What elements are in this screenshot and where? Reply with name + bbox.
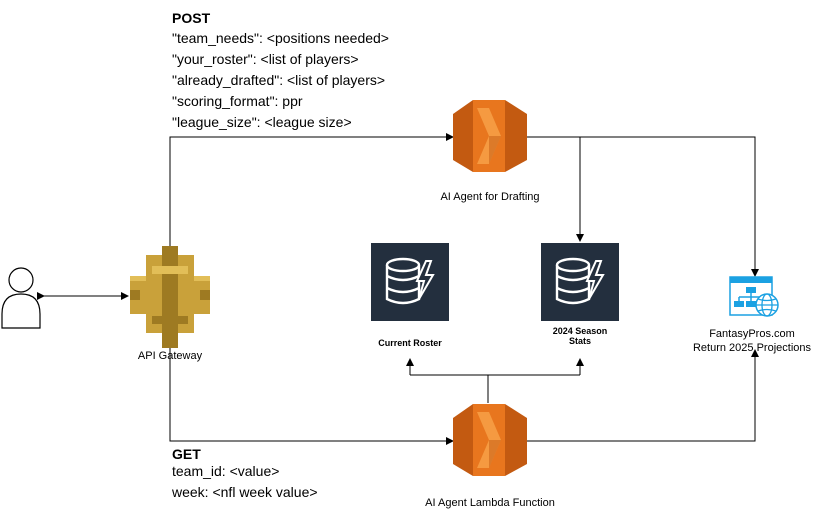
api-gateway-label: API Gateway [137, 350, 203, 362]
lambda-agent-label: AI Agent Lambda Function [425, 497, 555, 509]
get-line: team_id: <value> [172, 463, 280, 479]
dynamodb-stats-icon [541, 243, 619, 321]
fantasypros-label-line2: Return 2025 Projections [692, 342, 811, 354]
post-line: "scoring_format": ppr [172, 93, 303, 109]
connector-lambda-fantasypros [520, 349, 759, 445]
user-icon [1, 267, 41, 329]
post-line: "your_roster": <list of players> [172, 51, 359, 67]
season-stats-label-line1: 2024 Season [552, 326, 608, 336]
dynamodb-roster-icon [371, 243, 449, 321]
current-roster-label: Current Roster [378, 338, 442, 348]
get-method-label: GET [172, 446, 201, 462]
get-body: team_id: <value> week: <nfl week value> [172, 461, 318, 503]
get-line: week: <nfl week value> [172, 484, 318, 500]
post-line: "league_size": <league size> [172, 114, 352, 130]
post-method-label: POST [172, 10, 211, 26]
fantasypros-label-line1: FantasyPros.com [709, 328, 795, 340]
drafting-agent-label: AI Agent for Drafting [440, 191, 540, 203]
fantasypros-label: FantasyPros.com Return 2025 Projections [684, 327, 820, 355]
post-line: "team_needs": <positions needed> [172, 30, 389, 46]
lambda-function-icon [453, 404, 527, 476]
connector-drafting-fantasypros [520, 133, 759, 277]
post-line: "already_drafted": <list of players> [172, 72, 386, 88]
web-sitemap-icon [729, 276, 779, 317]
api-gateway-icon [130, 246, 210, 348]
post-body: "team_needs": <positions needed> "your_r… [172, 28, 389, 133]
connector-gateway-drafting [166, 133, 454, 253]
lambda-drafting-icon [453, 100, 527, 172]
season-stats-label-line2: Stats [568, 336, 591, 346]
connector-gateway-lambda [166, 341, 454, 445]
connectors [37, 133, 759, 445]
season-stats-label: 2024 Season Stats [520, 326, 640, 346]
